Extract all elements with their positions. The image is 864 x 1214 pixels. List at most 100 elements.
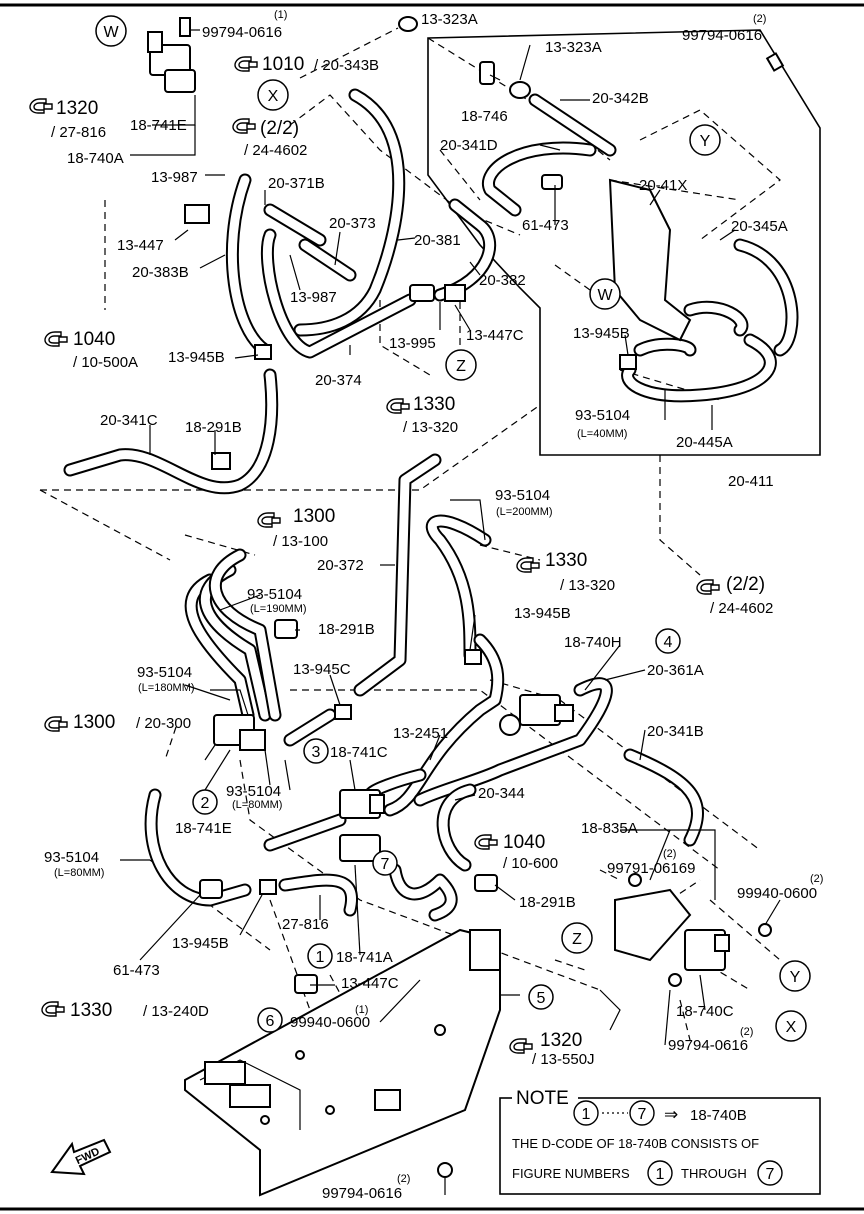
- svg-text:2: 2: [201, 795, 210, 812]
- label-20-374: 20-374: [315, 372, 362, 389]
- ref-icon-1040-mid: [474, 834, 498, 850]
- label-99794-0616-c: 99794-0616: [668, 1037, 748, 1054]
- label-13-447c-top: 13-447C: [466, 327, 524, 344]
- label-93-5104-80-b: 93-5104: [44, 849, 99, 866]
- label-18-741e-top: 18-741E: [130, 117, 187, 134]
- marker-6: 6: [257, 1007, 283, 1033]
- label-93-5104-190-len: (L=190MM): [250, 603, 307, 615]
- label-61-473-top: 61-473: [522, 217, 569, 234]
- note-line-3a: FIGURE NUMBERS: [512, 1166, 630, 1181]
- label-13-323a-b: 13-323A: [545, 39, 602, 56]
- label-ref-2-2-top: (2/2): [260, 118, 299, 139]
- ref-icon-1320-bottom: [509, 1038, 533, 1054]
- svg-text:X: X: [786, 1019, 797, 1036]
- ref-icon-2-2-mid: [696, 579, 720, 595]
- label-ref-1040-top-sub: / 10-500A: [73, 354, 138, 371]
- label-ref-1300-top-sub: / 13-100: [273, 533, 328, 550]
- ref-icon-1320-top: [29, 98, 53, 114]
- svg-text:5: 5: [537, 990, 546, 1007]
- marker-4: 4: [655, 628, 681, 654]
- label-18-741a: 18-741A: [336, 949, 393, 966]
- label-20-381: 20-381: [414, 232, 461, 249]
- svg-text:Y: Y: [700, 133, 711, 150]
- ref-icon-1040-top: [44, 331, 68, 347]
- label-ref-1320-bottom-sub: / 13-550J: [532, 1051, 595, 1068]
- label-13-323a-a: 13-323A: [421, 11, 478, 28]
- label-99794-0616-b-qty: (2): [753, 13, 766, 25]
- ref-icon-1330-top: [386, 398, 410, 414]
- marker-1: 1: [307, 943, 333, 969]
- svg-text:Y: Y: [790, 969, 801, 986]
- label-ref-1010: 1010: [262, 54, 304, 75]
- ref-icon-1330-mid: [516, 557, 540, 573]
- label-ref-1330-mid-sub: / 13-320: [560, 577, 615, 594]
- label-20-344: 20-344: [478, 785, 525, 802]
- label-99794-0616-d-qty: (2): [397, 1173, 410, 1185]
- label-ref-1320-bottom: 1320: [540, 1030, 582, 1051]
- label-20-342b: 20-342B: [592, 90, 649, 107]
- marker-w-mid: W: [589, 278, 621, 310]
- svg-text:W: W: [597, 287, 613, 304]
- label-20-345a: 20-345A: [731, 218, 788, 235]
- label-ref-1330-top-sub: / 13-320: [403, 419, 458, 436]
- label-20-41x: 20-41X: [639, 177, 687, 194]
- marker-5: 5: [528, 984, 554, 1010]
- label-20-371b: 20-371B: [268, 175, 325, 192]
- label-13-447: 13-447: [117, 237, 164, 254]
- label-93-5104-80-a-len: (L=80MM): [232, 799, 282, 811]
- label-20-341b: 20-341B: [647, 723, 704, 740]
- label-18-746: 18-746: [461, 108, 508, 125]
- label-18-741e-mid: 18-741E: [175, 820, 232, 837]
- label-27-816: 27-816: [282, 916, 329, 933]
- label-20-361a: 20-361A: [647, 662, 704, 679]
- svg-text:4: 4: [664, 634, 673, 651]
- label-99794-0616-d: 99794-0616: [322, 1185, 402, 1202]
- label-13-945b-d: 13-945B: [172, 935, 229, 952]
- svg-text:1: 1: [316, 949, 325, 966]
- label-99794-0616-qty: (1): [274, 9, 287, 21]
- label-13-945b-a: 13-945B: [168, 349, 225, 366]
- marker-7: 7: [372, 850, 398, 876]
- label-20-341d: 20-341D: [440, 137, 498, 154]
- label-18-291b-mid: 18-291B: [318, 621, 375, 638]
- svg-text:Z: Z: [572, 931, 582, 948]
- label-18-741c: 18-741C: [330, 744, 388, 761]
- label-13-945b-c: 13-945B: [514, 605, 571, 622]
- note-arrow: ⇒: [664, 1105, 678, 1124]
- note-box: NOTE 1 7 ⇒ 18-740B THE D-CODE OF 18-740B…: [499, 1088, 821, 1195]
- label-18-740h: 18-740H: [564, 634, 622, 651]
- label-99794-0616-a: 99794-0616: [202, 24, 282, 41]
- svg-text:Z: Z: [456, 358, 466, 375]
- note-range-from: 1: [582, 1106, 591, 1123]
- note-range-to: 7: [638, 1106, 647, 1123]
- label-93-5104-80-b-len: (L=80MM): [54, 867, 104, 879]
- label-20-445a: 20-445A: [676, 434, 733, 451]
- marker-x-top: X: [257, 79, 289, 111]
- svg-text:6: 6: [266, 1013, 275, 1030]
- label-20-382: 20-382: [479, 272, 526, 289]
- label-93-5104-200: 93-5104: [495, 487, 550, 504]
- label-99791-06169-qty: (2): [663, 848, 676, 860]
- label-ref-2-2-mid: (2/2): [726, 574, 765, 595]
- fwd-arrow: FWD: [50, 1138, 112, 1176]
- marker-z-top: Z: [445, 349, 477, 381]
- marker-w-top: W: [95, 15, 127, 47]
- label-93-5104-200-len: (L=200MM): [496, 506, 553, 518]
- note-line-3b: THROUGH: [681, 1166, 747, 1181]
- label-99940-0600-b: 99940-0600: [737, 885, 817, 902]
- label-20-341c: 20-341C: [100, 412, 158, 429]
- svg-text:7: 7: [381, 856, 390, 873]
- label-ref-1010-sub: / 20-343B: [314, 57, 379, 74]
- ref-icon-1300-top: [257, 512, 281, 528]
- label-20-373: 20-373: [329, 215, 376, 232]
- label-18-740c: 18-740C: [676, 1003, 734, 1020]
- label-ref-1330-top: 1330: [413, 394, 455, 415]
- marker-x-bottom: X: [775, 1010, 807, 1042]
- marker-3: 3: [303, 738, 329, 764]
- label-99794-0616-b: 99794-0616: [682, 27, 762, 44]
- label-18-740a: 18-740A: [67, 150, 124, 167]
- label-ref-1300-mid: 1300: [73, 712, 115, 733]
- label-99794-0616-c-qty: (2): [740, 1026, 753, 1038]
- bracket-part-5: [184, 928, 621, 1197]
- svg-text:3: 3: [312, 744, 321, 761]
